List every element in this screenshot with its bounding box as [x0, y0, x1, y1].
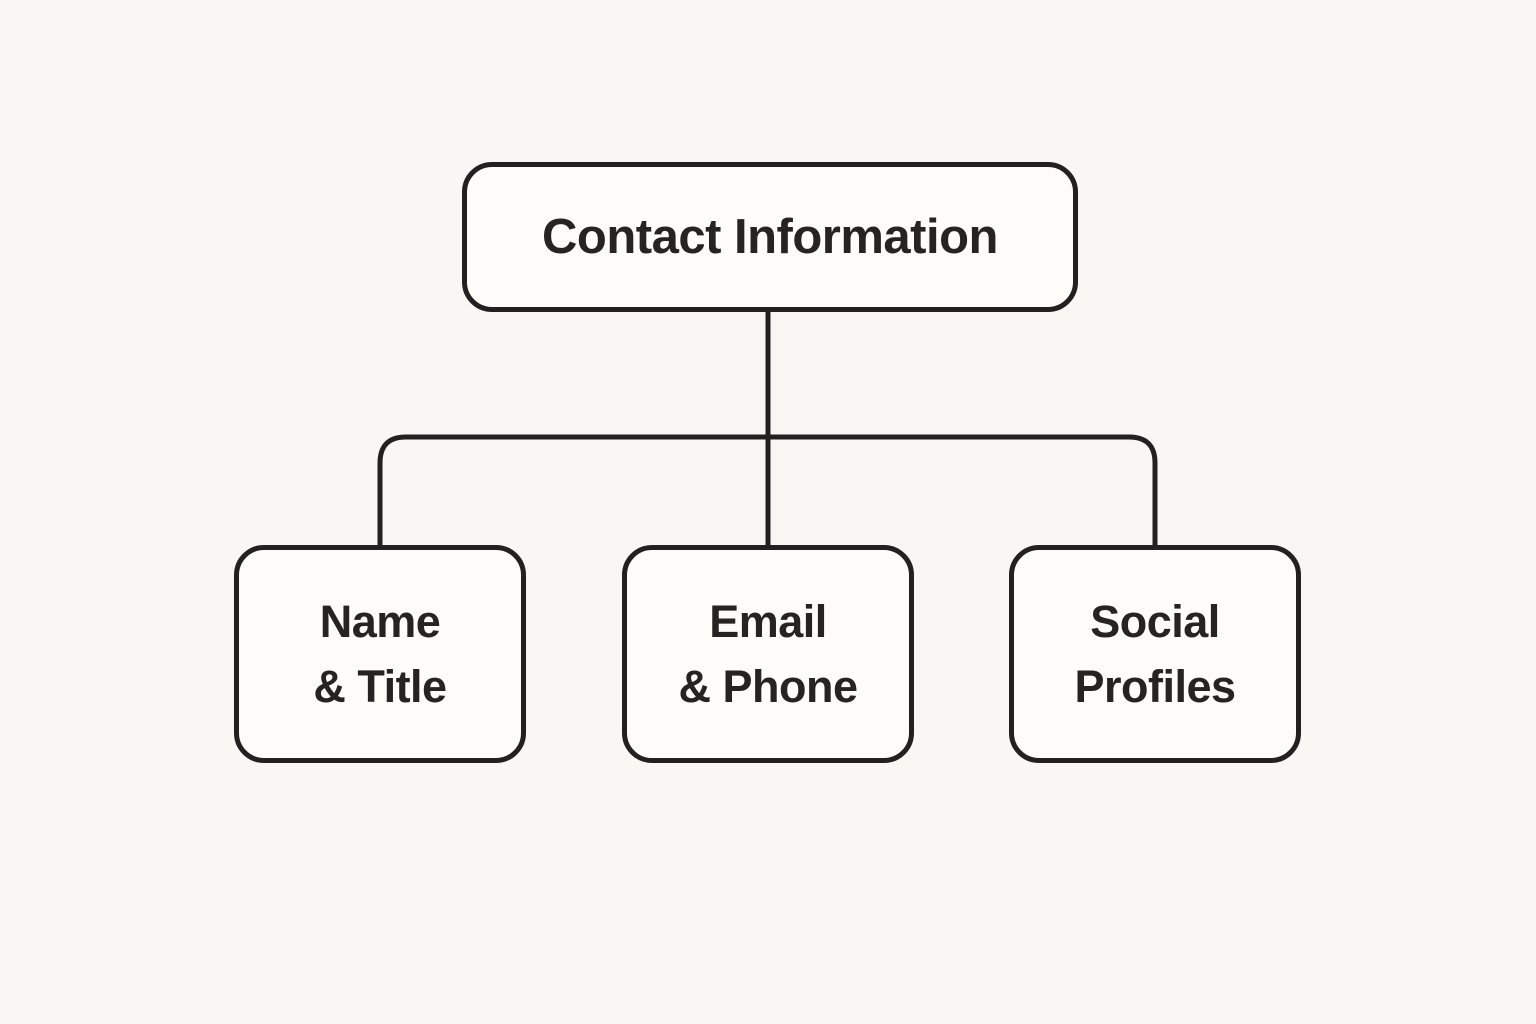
- node-label-line: Profiles: [1074, 661, 1236, 712]
- node-label-line: Email: [709, 595, 827, 647]
- node-social-profiles: Social Profiles: [1009, 545, 1301, 763]
- node-label-line: Name: [319, 595, 441, 647]
- node-label-line: Social: [1090, 595, 1220, 647]
- node-label-line: & Title: [313, 661, 447, 712]
- node-name-title: Name & Title: [234, 545, 526, 763]
- node-contact-information: Contact Information: [462, 162, 1078, 312]
- node-label-line: & Phone: [678, 661, 858, 712]
- node-email-phone: Email & Phone: [622, 545, 914, 763]
- node-label: Contact Information: [542, 210, 998, 264]
- connector-branch-rail: [377, 434, 1158, 545]
